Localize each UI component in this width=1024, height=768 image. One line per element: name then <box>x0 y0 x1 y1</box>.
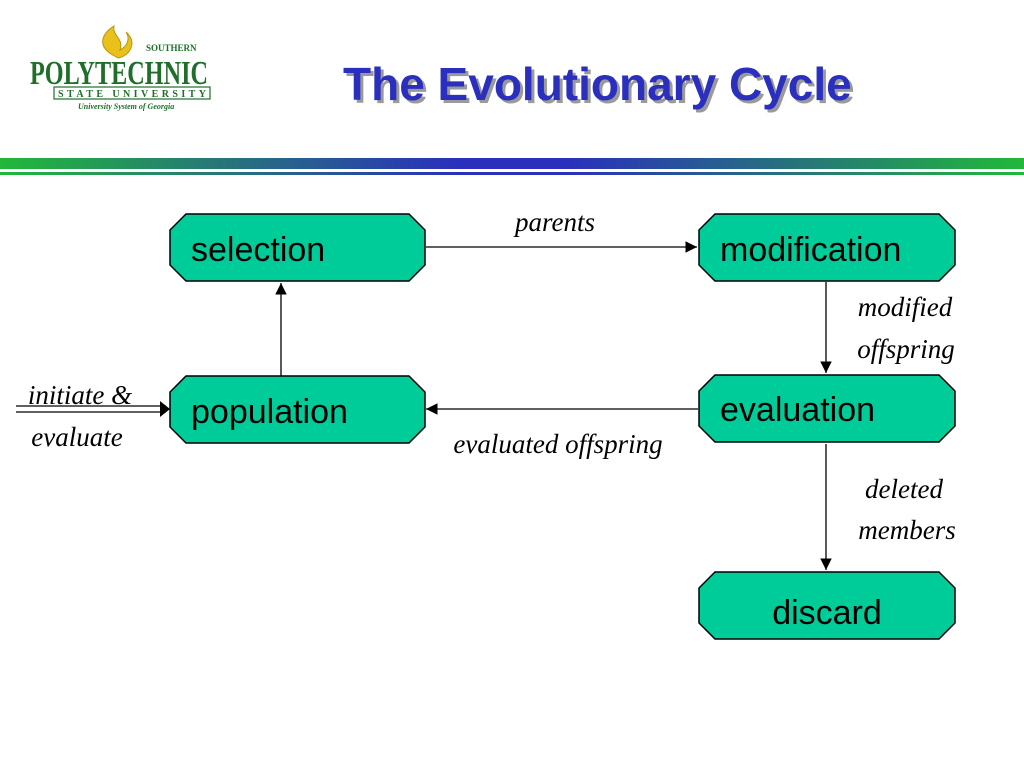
node-discard-label: discard <box>772 594 882 632</box>
edge-label-evaluated-offspring: evaluated offspring <box>453 429 662 459</box>
node-evaluation-label: evaluation <box>720 391 875 429</box>
edge-label-initiate: initiate & <box>28 380 132 410</box>
node-population-label: population <box>191 393 348 431</box>
edge-label-deleted: deleted <box>865 474 943 504</box>
title-divider <box>0 158 1024 175</box>
edge-label-modified: modified <box>858 292 953 322</box>
node-selection: selection <box>169 213 426 282</box>
node-selection-label: selection <box>191 231 325 269</box>
node-modification-label: modification <box>720 231 901 269</box>
logo-name: POLYTECHNIC <box>30 55 208 92</box>
slide-title: The Evolutionary Cycle <box>343 58 852 110</box>
arrow-initiate-to-population <box>16 401 170 417</box>
edge-label-members: members <box>858 515 955 545</box>
university-logo: SOUTHERN POLYTECHNIC STATE UNIVERSITY Un… <box>30 24 211 111</box>
logo-system: University System of Georgia <box>78 102 174 111</box>
node-evaluation: evaluation <box>698 374 956 443</box>
edge-label-parents: parents <box>513 207 595 237</box>
edge-label-offspring: offspring <box>857 334 955 364</box>
edge-label-evaluate: evaluate <box>31 422 122 452</box>
node-modification: modification <box>698 213 956 282</box>
node-population: population <box>169 375 426 444</box>
flame-icon <box>102 24 133 59</box>
logo-subtitle-box <box>53 86 211 100</box>
node-discard: discard <box>698 571 956 640</box>
logo-top-line: SOUTHERN <box>146 43 197 53</box>
